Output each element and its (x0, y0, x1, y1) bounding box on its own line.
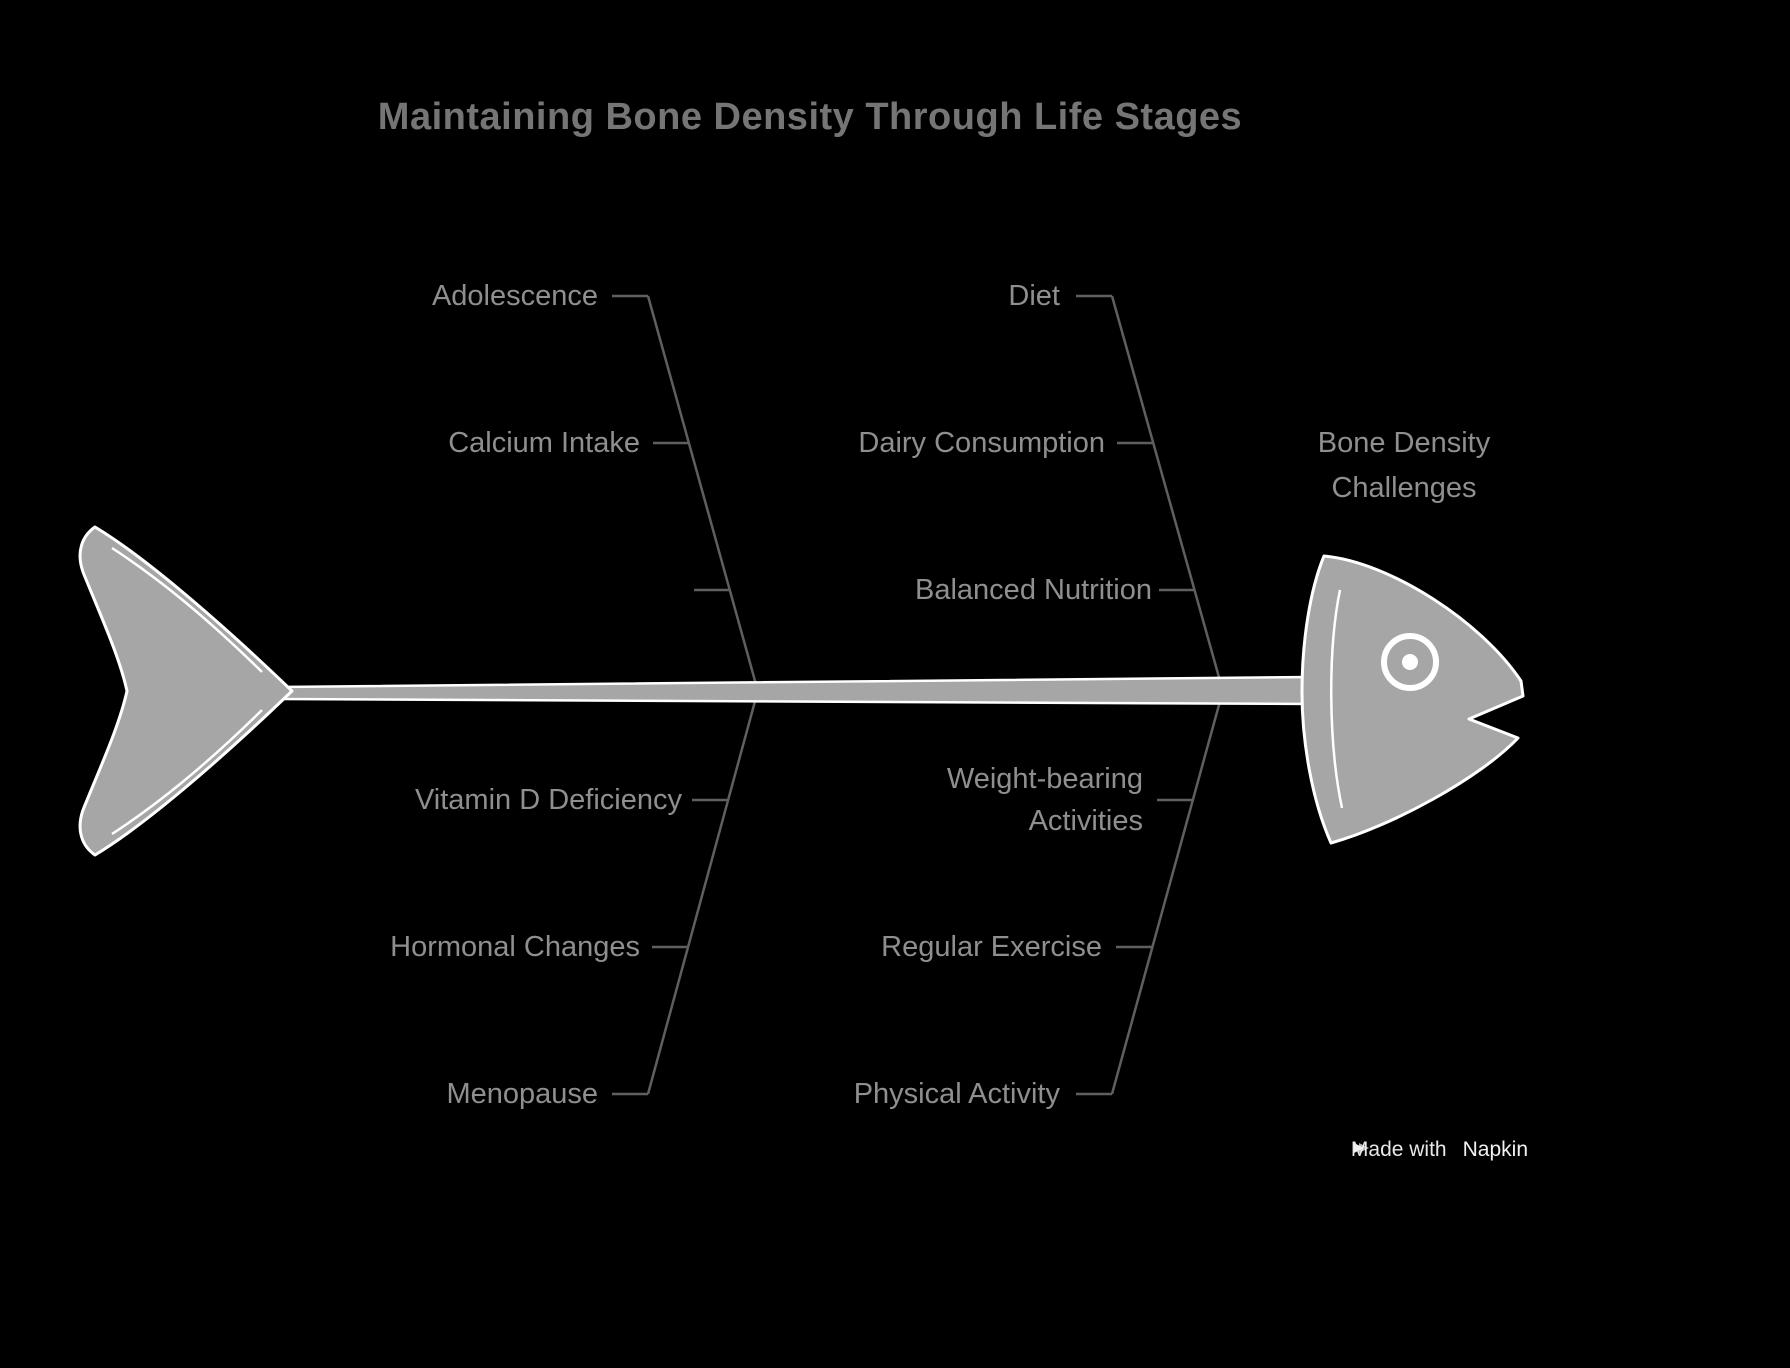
label-adolescence: Adolescence (431, 279, 598, 312)
fish-spine (276, 675, 1312, 706)
label-hormonal-changes: Hormonal Changes (390, 930, 640, 963)
label-weight-bearing-activities: Weight-bearing Activities (946, 762, 1143, 837)
fish-tail-accent-top (111, 546, 263, 673)
branch-line-bottom-left (646, 693, 759, 1095)
credit-brand: Napkin (1462, 1138, 1528, 1161)
label-physical-activity: Physical Activity (853, 1077, 1060, 1110)
branch-line-top-right (1110, 295, 1224, 689)
head-label-bone-density-challenges: Bone Density Challenges (1317, 427, 1491, 504)
fish-eye-pupil (1402, 654, 1418, 670)
label-regular-exercise: Regular Exercise (881, 930, 1102, 963)
fish-head-accent (1329, 589, 1344, 809)
label-balanced-nutrition: Balanced Nutrition (915, 573, 1152, 606)
branch-line-bottom-right (1110, 693, 1224, 1095)
label-dairy-consumption: Dairy Consumption (858, 426, 1105, 459)
label-menopause: Menopause (446, 1077, 598, 1110)
fish-tail (78, 525, 294, 857)
label-diet: Diet (1008, 279, 1060, 312)
label-vitamin-d-deficiency: Vitamin D Deficiency (414, 783, 682, 816)
label-calcium-intake: Calcium Intake (448, 426, 640, 459)
diagram-title: Maintaining Bone Density Through Life St… (377, 96, 1243, 138)
made-with-napkin-credit: Made with Napkin (1351, 1138, 1528, 1162)
credit-prefix: Made with (1350, 1138, 1447, 1161)
fish-head (1300, 554, 1525, 845)
fish-tail-accent-bottom (111, 709, 263, 836)
branch-line-top-left (646, 295, 759, 689)
